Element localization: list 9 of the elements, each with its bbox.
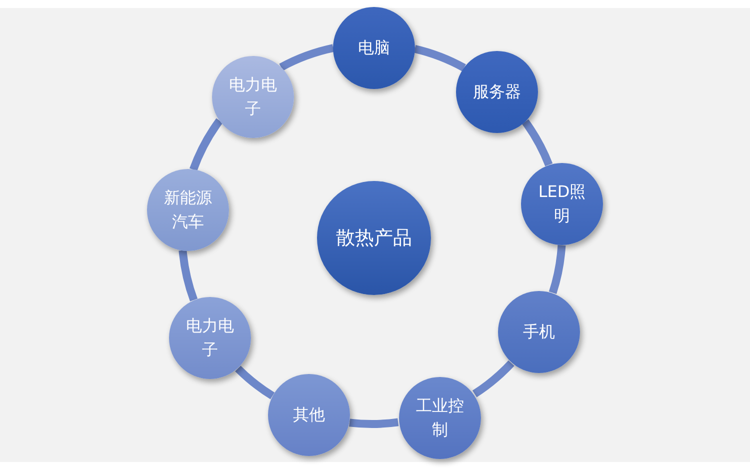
ring-connector	[178, 250, 198, 302]
ring-connector	[414, 45, 466, 72]
ring-connector	[548, 244, 566, 294]
ring-connector	[522, 119, 553, 166]
ring-connector	[349, 418, 399, 428]
ring-connector	[472, 360, 514, 398]
ring-connector	[235, 366, 275, 400]
ring-connector	[190, 118, 223, 172]
ring-connector	[279, 44, 334, 71]
